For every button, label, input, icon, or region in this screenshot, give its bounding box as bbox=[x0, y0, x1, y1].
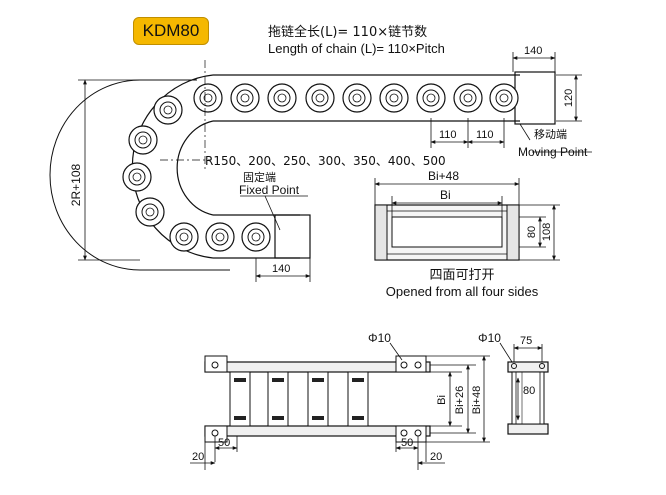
dim-50-right: 50 bbox=[401, 437, 413, 449]
chain-link bbox=[128, 125, 158, 155]
crossbar bbox=[267, 371, 289, 427]
chain-link bbox=[379, 83, 409, 113]
chain-link bbox=[342, 83, 372, 113]
section-inner-opening bbox=[391, 216, 503, 248]
bend-links bbox=[122, 95, 271, 252]
dim-height-120: 120 bbox=[563, 89, 575, 107]
section-labels: Bi+48 Bi 80 108 四面可打开 Opened from all fo… bbox=[386, 169, 553, 299]
dim-80-end: 80 bbox=[523, 385, 535, 397]
dim-20-left: 20 bbox=[192, 451, 204, 463]
mount-hole bbox=[211, 361, 219, 369]
dim-75-end: 75 bbox=[520, 335, 532, 347]
end-hole bbox=[539, 363, 545, 369]
dim-bi26-bottom: Bi+26 bbox=[454, 386, 466, 414]
crossbar bbox=[307, 371, 329, 427]
chain-upper-run bbox=[213, 74, 520, 122]
chain-link bbox=[135, 197, 165, 227]
dim-bi-section: Bi bbox=[440, 188, 451, 202]
chain-link bbox=[267, 83, 297, 113]
section-left-wall bbox=[374, 204, 388, 261]
mount-hole bbox=[400, 361, 408, 369]
fixed-end-bracket bbox=[274, 214, 311, 259]
hole-dia-bottom: Φ10 bbox=[368, 331, 391, 345]
chain-link bbox=[305, 83, 335, 113]
section-caption-cn: 四面可打开 bbox=[429, 268, 494, 283]
bend-envelope-arc bbox=[49, 79, 230, 271]
chain-link bbox=[489, 83, 519, 113]
model-badge: KDM80 bbox=[133, 17, 209, 45]
chain-link bbox=[153, 95, 183, 125]
chain-link bbox=[193, 83, 223, 113]
left-mount-top bbox=[204, 355, 228, 373]
radius-dimension: 2R+108 bbox=[69, 163, 83, 206]
dim-80-section: 80 bbox=[526, 226, 538, 238]
chain-link bbox=[416, 83, 446, 113]
dim-108-section: 108 bbox=[541, 223, 553, 241]
pitch-label-1: 110 bbox=[439, 129, 457, 141]
chain-link bbox=[205, 222, 235, 252]
end-body bbox=[511, 371, 545, 425]
radius-options: R150、200、250、300、350、400、500 bbox=[205, 154, 446, 168]
dim-bottom-140: 140 bbox=[272, 263, 290, 275]
bottom-view-labels: Φ10 Bi Bi+26 Bi+48 50 20 50 20 bbox=[192, 331, 483, 463]
dim-50-left: 50 bbox=[218, 437, 230, 449]
dim-bi48-bottom: Bi+48 bbox=[471, 386, 483, 414]
mount-hole bbox=[414, 361, 422, 369]
moving-end-bracket bbox=[514, 71, 556, 125]
fixed-point-en: Fixed Point bbox=[239, 183, 300, 197]
side-center-lines bbox=[160, 60, 210, 172]
end-view bbox=[499, 342, 549, 435]
crossbar bbox=[347, 371, 369, 427]
upper-links bbox=[193, 83, 519, 113]
end-view-labels: Φ10 75 80 bbox=[478, 331, 535, 397]
pitch-label-2: 110 bbox=[476, 129, 494, 141]
formula-cn: 拖链全长(L)= 110×链节数 bbox=[268, 24, 427, 40]
mount-hole bbox=[400, 429, 408, 437]
side-dimensions bbox=[78, 52, 592, 282]
bottom-view bbox=[190, 342, 490, 470]
fixed-point-cn: 固定端 bbox=[243, 170, 276, 184]
section-right-wall bbox=[506, 204, 520, 261]
dim-bi-bottom: Bi bbox=[436, 395, 448, 405]
side-dim-labels: 2R+108 R150、200、250、300、350、400、500 140 … bbox=[69, 45, 588, 275]
crossbar bbox=[229, 371, 251, 427]
chain-bend-inner bbox=[176, 120, 214, 216]
chain-link bbox=[241, 222, 271, 252]
moving-point-cn: 移动端 bbox=[534, 128, 567, 141]
formula-en: Length of chain (L)= 110×Pitch bbox=[268, 41, 445, 56]
chain-link bbox=[453, 83, 483, 113]
hole-dia-end: Φ10 bbox=[478, 331, 501, 345]
end-hole bbox=[511, 363, 517, 369]
chain-link bbox=[169, 222, 199, 252]
moving-point-en: Moving Point bbox=[518, 145, 588, 159]
dim-20-right: 20 bbox=[430, 451, 442, 463]
dim-bi48-section: Bi+48 bbox=[428, 169, 459, 183]
left-mount-bottom bbox=[204, 425, 228, 443]
section-view bbox=[374, 178, 560, 261]
chain-link bbox=[230, 83, 260, 113]
section-caption-en: Opened from all four sides bbox=[386, 284, 539, 299]
end-bottom-plate bbox=[507, 423, 549, 435]
chain-link bbox=[122, 162, 152, 192]
dim-top-140: 140 bbox=[524, 45, 542, 57]
